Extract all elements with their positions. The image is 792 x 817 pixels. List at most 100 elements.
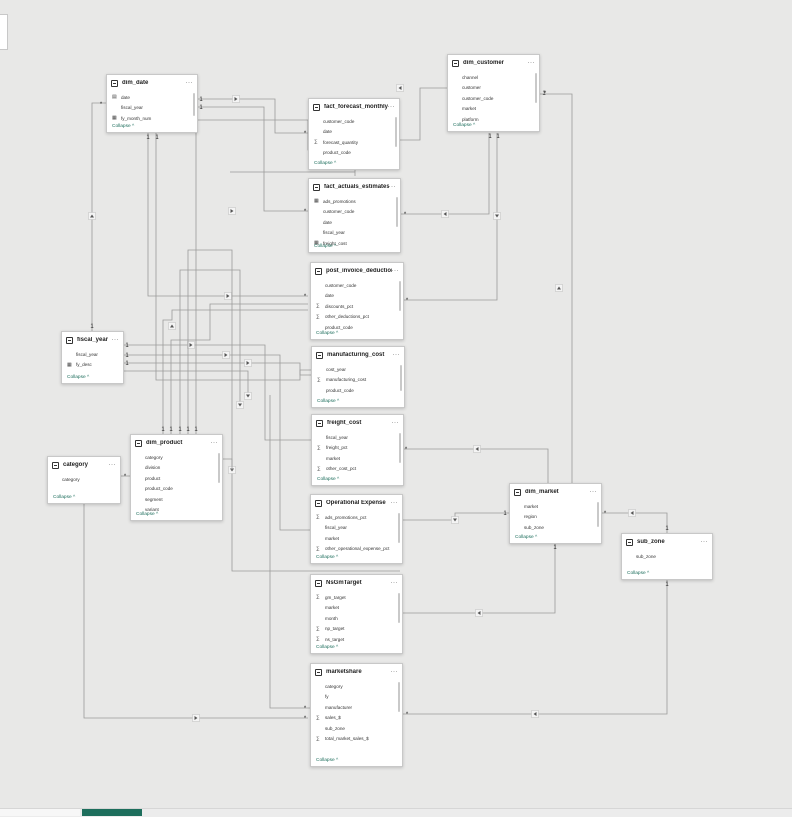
- relationship-line[interactable]: [147, 133, 308, 297]
- field-row[interactable]: ∑gm_target: [311, 592, 402, 603]
- relationship-line[interactable]: [124, 362, 311, 376]
- field-row[interactable]: ∑total_market_sales_$: [311, 734, 402, 745]
- more-options-icon[interactable]: ···: [108, 462, 116, 468]
- field-row[interactable]: fiscal_year: [62, 349, 123, 360]
- field-row[interactable]: sub_zone: [510, 522, 601, 533]
- table-header[interactable]: Operational Expense···: [311, 495, 402, 511]
- collapse-button[interactable]: Collapse ^: [453, 123, 476, 128]
- field-scrollbar[interactable]: [535, 73, 537, 103]
- field-row[interactable]: customer: [448, 83, 539, 94]
- field-scrollbar[interactable]: [398, 513, 400, 543]
- more-options-icon[interactable]: ···: [390, 669, 398, 675]
- collapse-button[interactable]: Collapse ^: [136, 512, 159, 517]
- more-options-icon[interactable]: ···: [390, 500, 398, 506]
- field-scrollbar[interactable]: [597, 502, 599, 527]
- collapse-button[interactable]: Collapse ^: [515, 535, 538, 540]
- field-row[interactable]: market: [312, 453, 403, 464]
- field-row[interactable]: ▤date: [107, 92, 197, 103]
- relationship-line[interactable]: [404, 133, 498, 301]
- table-header[interactable]: manufacturing_cost···: [312, 347, 404, 363]
- field-row[interactable]: division: [131, 463, 222, 474]
- table-header[interactable]: dim_product···: [131, 435, 222, 451]
- field-row[interactable]: ∑forecast_quantity: [309, 137, 399, 148]
- relationship-line[interactable]: [403, 544, 556, 614]
- more-options-icon[interactable]: ···: [388, 184, 396, 190]
- field-row[interactable]: ▦fy_desc: [62, 360, 123, 371]
- table-header[interactable]: NsGmTarget···: [311, 575, 402, 591]
- field-row[interactable]: customer_code: [311, 280, 403, 291]
- field-row[interactable]: category: [48, 474, 120, 485]
- more-options-icon[interactable]: ···: [387, 104, 395, 110]
- table-card-fact-actuals-estimates[interactable]: fact_actuals_estimates···▦ads_promotions…: [308, 178, 401, 253]
- collapse-button[interactable]: Collapse ^: [53, 495, 76, 500]
- collapse-button[interactable]: Collapse ^: [627, 571, 650, 576]
- table-card-operational-expense[interactable]: Operational Expense···∑ads_promotions_pc…: [310, 494, 403, 564]
- field-row[interactable]: fy: [311, 692, 402, 703]
- relationship-line[interactable]: [155, 133, 311, 381]
- relationship-line[interactable]: [124, 344, 311, 441]
- field-row[interactable]: ∑other_cost_pct: [312, 464, 403, 475]
- field-row[interactable]: region: [510, 512, 601, 523]
- field-row[interactable]: ∑ads_promotions_pct: [311, 512, 402, 523]
- collapse-button[interactable]: Collapse ^: [316, 645, 339, 650]
- field-row[interactable]: fiscal_year: [107, 103, 197, 114]
- field-scrollbar[interactable]: [218, 453, 220, 483]
- field-row[interactable]: fiscal_year: [312, 432, 403, 443]
- field-row[interactable]: product: [131, 473, 222, 484]
- field-row[interactable]: sub_zone: [622, 551, 712, 562]
- more-options-icon[interactable]: ···: [210, 440, 218, 446]
- field-row[interactable]: product_code: [311, 322, 403, 333]
- more-options-icon[interactable]: ···: [589, 489, 597, 495]
- collapse-button[interactable]: Collapse ^: [314, 244, 337, 249]
- field-scrollbar[interactable]: [400, 365, 402, 391]
- field-row[interactable]: ∑discounts_pct: [311, 301, 403, 312]
- field-scrollbar[interactable]: [193, 93, 195, 116]
- field-row[interactable]: product_code: [131, 484, 222, 495]
- field-row[interactable]: channel: [448, 72, 539, 83]
- collapse-button[interactable]: Collapse ^: [112, 124, 135, 129]
- relationship-line[interactable]: [198, 106, 308, 212]
- field-row[interactable]: ∑np_target: [311, 624, 402, 635]
- page-tab-all-tables[interactable]: [0, 809, 80, 816]
- relationship-line[interactable]: [540, 93, 602, 491]
- field-row[interactable]: customer_code: [309, 207, 400, 218]
- table-header[interactable]: sub_zone···: [622, 534, 712, 550]
- more-options-icon[interactable]: ···: [111, 337, 119, 343]
- field-row[interactable]: fiscal_year: [311, 523, 402, 534]
- table-header[interactable]: fact_forecast_monthly···: [309, 99, 399, 115]
- field-row[interactable]: market: [448, 104, 539, 115]
- more-options-icon[interactable]: ···: [185, 80, 193, 86]
- field-row[interactable]: segment: [131, 494, 222, 505]
- field-row[interactable]: customer_code: [448, 93, 539, 104]
- field-row[interactable]: manufacturer: [311, 702, 402, 713]
- field-row[interactable]: date: [309, 127, 399, 138]
- collapse-button[interactable]: Collapse ^: [314, 161, 337, 166]
- field-row[interactable]: ∑other_operational_expense_pct: [311, 544, 402, 555]
- table-header[interactable]: fiscal_year···: [62, 332, 123, 348]
- relationship-line[interactable]: [187, 249, 400, 572]
- field-row[interactable]: ▦ads_promotions: [309, 196, 400, 207]
- field-scrollbar[interactable]: [396, 197, 398, 227]
- table-header[interactable]: post_invoice_deductions···: [311, 263, 403, 279]
- more-options-icon[interactable]: ···: [392, 352, 400, 358]
- field-row[interactable]: variant: [131, 505, 222, 516]
- table-header[interactable]: category···: [48, 457, 120, 473]
- field-row[interactable]: customer_code: [309, 116, 399, 127]
- field-row[interactable]: market: [510, 501, 601, 512]
- relationship-line[interactable]: [83, 504, 308, 719]
- field-row[interactable]: product_code: [309, 148, 399, 159]
- relationship-line[interactable]: [401, 133, 490, 215]
- field-scrollbar[interactable]: [399, 433, 401, 463]
- collapse-button[interactable]: Collapse ^: [316, 331, 339, 336]
- page-tab-active[interactable]: [82, 809, 142, 816]
- relationship-line[interactable]: [222, 458, 233, 470]
- relationship-line[interactable]: [269, 395, 310, 709]
